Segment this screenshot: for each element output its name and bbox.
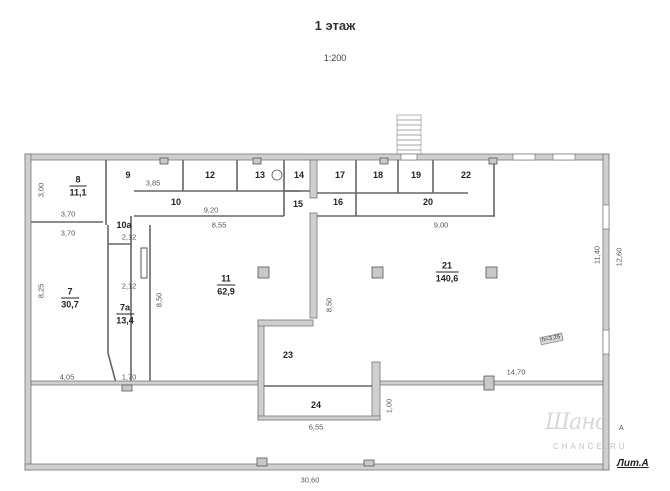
dim-room7-bottom: 4,05 <box>59 372 75 382</box>
section-marker: А <box>619 425 624 432</box>
room-21-area: 140,6 <box>435 271 459 284</box>
room-10-label: 10 <box>170 197 182 207</box>
watermark-brand: CHANCE.RU <box>553 442 628 451</box>
room-17-label: 17 <box>334 170 346 180</box>
room-8-label: 8 11,1 <box>69 174 87 198</box>
inner-walls <box>30 157 604 467</box>
boiler-icon <box>271 169 283 181</box>
dim-room7a-bottom: 1,70 <box>121 372 137 382</box>
dim-total-length: 30,60 <box>300 475 320 485</box>
dim-room7-height: 8,25 <box>36 283 46 299</box>
room-8-area: 11,1 <box>69 185 87 198</box>
dim-room11-width: 8,55 <box>211 220 227 230</box>
room-15-label: 15 <box>292 199 304 209</box>
dim-room7a-width: 2,12 <box>121 281 137 291</box>
dim-room8-height: 3,00 <box>36 182 46 198</box>
outer-walls <box>24 153 610 471</box>
dim-room21-width: 9,00 <box>433 220 449 230</box>
dim-room10a-width: 2,12 <box>121 232 137 242</box>
room-9-label: 9 <box>125 170 131 180</box>
dim-room9-width: 3,85 <box>145 178 161 188</box>
room-7a-label: 7а 13,4 <box>116 302 134 326</box>
dim-room21-height: 8,50 <box>324 297 334 313</box>
room-22-label: 22 <box>460 170 472 180</box>
dim-room24-height: 1,00 <box>384 398 394 414</box>
entrance-stairs <box>396 114 422 158</box>
interior-columns <box>257 266 498 279</box>
dim-outer-height: 12,60 <box>614 247 624 267</box>
room-11-area: 62,9 <box>217 284 235 297</box>
room-23-label: 23 <box>282 350 294 360</box>
floor-title: 1 этаж <box>314 18 356 33</box>
room-13-label: 13 <box>254 170 266 180</box>
dim-inner-height: 11,40 <box>592 245 602 265</box>
room-12-label: 12 <box>204 170 216 180</box>
building-letter-label: Лит.А <box>617 458 649 469</box>
room-21-label: 21 140,6 <box>435 260 459 284</box>
room-7a-area: 13,4 <box>116 313 134 326</box>
dim-room8-width: 3,70 <box>60 209 76 219</box>
scale-label: 1:200 <box>323 53 347 63</box>
room-11-label: 11 62,9 <box>217 273 235 297</box>
room-7-label: 7 30,7 <box>61 286 79 310</box>
room-24-label: 24 <box>310 400 322 410</box>
room-10a-label: 10а <box>116 220 132 230</box>
room-18-label: 18 <box>372 170 384 180</box>
dim-corridor-length: 9,20 <box>203 205 219 215</box>
dim-room21-bottom: 14,70 <box>506 367 526 377</box>
room-7-area: 30,7 <box>61 297 79 310</box>
room-19-label: 19 <box>410 170 422 180</box>
dim-room11-height: 8,50 <box>154 292 164 308</box>
dim-room7-width: 3,70 <box>60 228 76 238</box>
room-20-label: 20 <box>422 197 434 207</box>
room-14-label: 14 <box>293 170 305 180</box>
room-16-label: 16 <box>332 197 344 207</box>
watermark-script: Шанс <box>545 410 607 435</box>
dim-room24-width: 6,55 <box>308 422 324 432</box>
